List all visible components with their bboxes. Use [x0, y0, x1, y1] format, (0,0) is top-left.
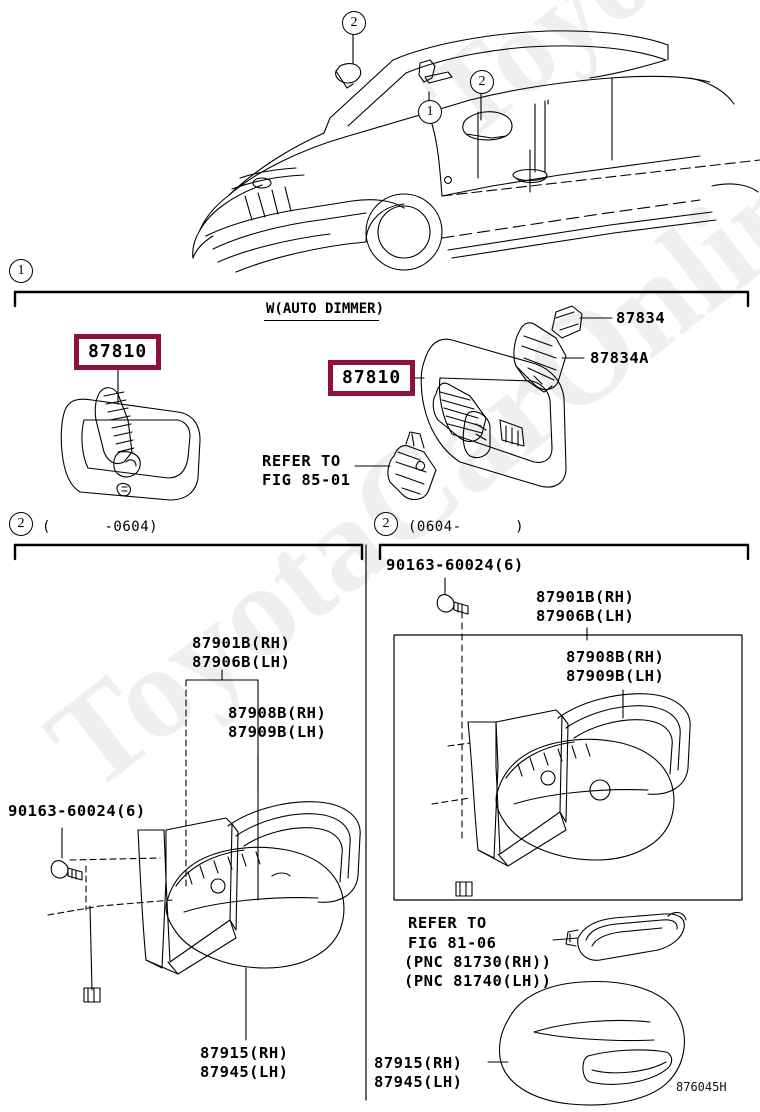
part-number-87834[interactable]: 87834 [616, 309, 666, 327]
section-marker-2-right[interactable]: 2 [374, 512, 398, 536]
refer-bracket-art [387, 431, 437, 501]
auto-dimmer-label: W(AUTO DIMMER) [266, 301, 385, 317]
callout-bubble-2-door[interactable]: 2 [470, 70, 494, 94]
refer-fig-81-06-line3[interactable]: (PNC 81730(RH)) [404, 953, 552, 971]
refer-door-part-art [565, 911, 687, 961]
auto-dimmer-underline [264, 320, 379, 321]
section-marker-1[interactable]: 1 [9, 259, 33, 283]
part-number-87810-right[interactable]: 87810 [328, 360, 416, 396]
part-number-87915-87945-right[interactable]: 87915(RH) 87945(LH) [374, 1054, 463, 1091]
watermark-bottom: ToyotaCarOnline.ru [19, 0, 760, 819]
inner-mirror-right-art [420, 338, 567, 488]
refer-fig-85-01-line2[interactable]: FIG 85-01 [262, 471, 351, 489]
figure-id-code: 876045H [676, 1080, 727, 1094]
inner-mirror-left-art [60, 387, 201, 501]
part-number-87901b-87906b-left[interactable]: 87901B(RH) 87906B(LH) [192, 634, 291, 671]
watermark-top: ToyotaCarOnline.ru [400, 0, 760, 167]
section-marker-2-left[interactable]: 2 [9, 512, 33, 536]
part-number-90163-60024-right[interactable]: 90163-60024(6) [386, 556, 524, 574]
mirror-assembly-right-art [431, 594, 691, 897]
section2-left-bracket [13, 543, 364, 561]
refer-fig-81-06-line1[interactable]: REFER TO [408, 914, 487, 932]
part-number-87901b-87906b-right[interactable]: 87901B(RH) 87906B(LH) [536, 588, 635, 625]
cover-parts-art [513, 305, 583, 393]
refer-fig-81-06-line4[interactable]: (PNC 81740(LH)) [404, 972, 552, 990]
refer-fig-85-01-line1[interactable]: REFER TO [262, 452, 341, 470]
part-number-87810-left[interactable]: 87810 [74, 334, 162, 370]
section2-right-header: (0604- ) [408, 519, 525, 535]
part-number-87915-87945-left[interactable]: 87915(RH) 87945(LH) [200, 1044, 289, 1081]
callout-leaders [352, 32, 482, 123]
part-number-90163-60024-left[interactable]: 90163-60024(6) [8, 802, 146, 820]
callout-bubble-2-roof[interactable]: 2 [342, 11, 366, 35]
callout-bubble-1-mirror[interactable]: 1 [418, 100, 442, 124]
mirror-cover-art [498, 980, 685, 1106]
part-number-87908b-87909b-right[interactable]: 87908B(RH) 87909B(LH) [566, 648, 665, 685]
refer-fig-81-06-line2[interactable]: FIG 81-06 [408, 934, 497, 952]
car-illustration [192, 30, 760, 273]
section2-left-header: ( -0604) [42, 519, 159, 535]
part-number-87834a[interactable]: 87834A [590, 349, 649, 367]
part-number-87908b-87909b-left[interactable]: 87908B(RH) 87909B(LH) [228, 704, 327, 741]
